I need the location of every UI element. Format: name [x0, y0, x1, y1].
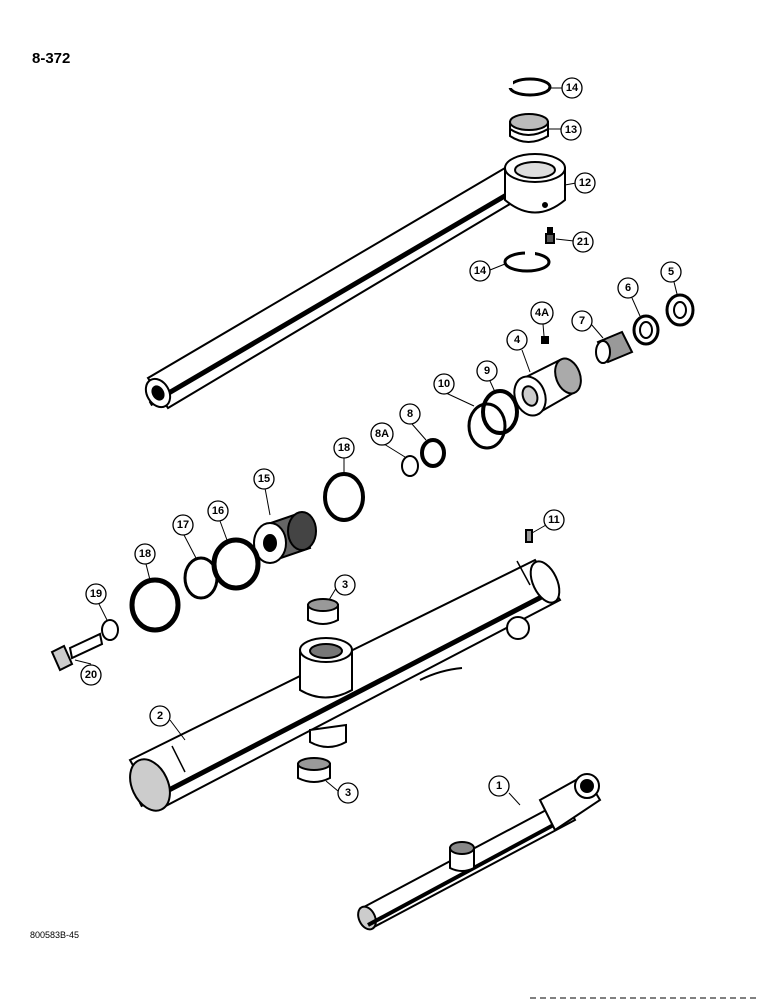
pivot-bushing-upper-drawing — [307, 598, 339, 625]
callout-8: 8 — [399, 403, 421, 425]
svg-text:16: 16 — [212, 505, 224, 517]
callout-4a: 4A — [530, 301, 554, 325]
snap-ring-upper-drawing — [505, 77, 552, 97]
svg-text:17: 17 — [177, 519, 189, 531]
svg-text:10: 10 — [438, 378, 450, 390]
backup-ring-drawing — [632, 314, 660, 346]
callout-21: 21 — [572, 231, 594, 253]
piston-seal-drawing — [211, 537, 261, 591]
callout-14-upper: 14 — [561, 77, 583, 99]
bushing-drawing — [420, 438, 446, 468]
svg-text:2: 2 — [157, 710, 163, 722]
callout-20: 20 — [80, 664, 102, 686]
svg-text:12: 12 — [579, 177, 591, 189]
piston-washer-drawing — [101, 619, 119, 641]
pivot-bushing-lower-drawing — [297, 757, 331, 783]
svg-text:14: 14 — [474, 265, 487, 277]
svg-text:6: 6 — [625, 282, 631, 294]
grease-screw-drawing — [525, 529, 533, 543]
svg-text:4A: 4A — [535, 307, 549, 319]
piston-rod-drawing — [144, 153, 566, 410]
svg-text:14: 14 — [566, 82, 579, 94]
svg-text:8: 8 — [407, 408, 413, 420]
svg-text:5: 5 — [668, 266, 674, 278]
svg-text:15: 15 — [258, 473, 270, 485]
svg-text:3: 3 — [342, 579, 348, 591]
svg-text:11: 11 — [548, 514, 560, 526]
complete-cylinder-drawing — [357, 773, 602, 931]
callout-12: 12 — [574, 172, 596, 194]
callout-8a: 8A — [370, 422, 394, 446]
svg-text:19: 19 — [90, 588, 102, 600]
ball-bushing-drawing — [509, 113, 549, 143]
piston-drawing — [253, 511, 317, 564]
svg-text:18: 18 — [338, 442, 350, 454]
callout-18-lower: 18 — [134, 543, 156, 565]
callout-6: 6 — [617, 277, 639, 299]
svg-text:1: 1 — [496, 780, 502, 792]
callout-3-lower: 3 — [337, 782, 359, 804]
callout-13: 13 — [560, 119, 582, 141]
svg-text:4: 4 — [514, 334, 521, 346]
callout-17: 17 — [172, 514, 194, 536]
callout-18-upper: 18 — [333, 437, 355, 459]
callout-15: 15 — [253, 468, 275, 490]
svg-text:20: 20 — [85, 669, 97, 681]
svg-text:8A: 8A — [375, 428, 389, 440]
page-number: 8-372 — [32, 50, 71, 67]
callout-2: 2 — [149, 705, 171, 727]
wear-ring-lower-drawing — [129, 577, 181, 633]
cylinder-barrel-drawing — [128, 558, 562, 812]
o-ring-drawing — [481, 389, 519, 435]
callout-14-lower: 14 — [469, 260, 491, 282]
grease-fitting-drawing — [545, 227, 555, 244]
svg-text:3: 3 — [345, 787, 351, 799]
figure-code: 800583B-45 — [30, 930, 80, 940]
cylinder-gland-drawing — [513, 357, 582, 417]
snap-ring-lower-drawing — [503, 248, 551, 273]
callout-1: 1 — [488, 775, 510, 797]
piston-ring-drawing — [183, 556, 219, 600]
callout-16: 16 — [207, 500, 229, 522]
callout-5: 5 — [660, 261, 682, 283]
svg-text:7: 7 — [579, 315, 585, 327]
svg-text:21: 21 — [577, 236, 589, 248]
wear-ring-upper-drawing — [323, 472, 365, 522]
gland-backup-ring-drawing — [467, 402, 507, 450]
callout-10: 10 — [433, 373, 455, 395]
piston-bolt-drawing — [50, 632, 104, 672]
wiper-seal-drawing — [665, 293, 695, 327]
callout-3-upper: 3 — [334, 574, 356, 596]
svg-text:9: 9 — [484, 365, 490, 377]
callout-7: 7 — [571, 310, 593, 332]
callout-11: 11 — [543, 509, 565, 531]
callout-19: 19 — [85, 583, 107, 605]
set-screw-drawing — [541, 336, 549, 344]
callout-4: 4 — [506, 329, 528, 351]
rod-seal-drawing — [595, 330, 634, 364]
callout-9: 9 — [476, 360, 498, 382]
svg-text:18: 18 — [139, 548, 151, 560]
svg-text:13: 13 — [565, 124, 577, 136]
washer-drawing — [401, 455, 419, 477]
